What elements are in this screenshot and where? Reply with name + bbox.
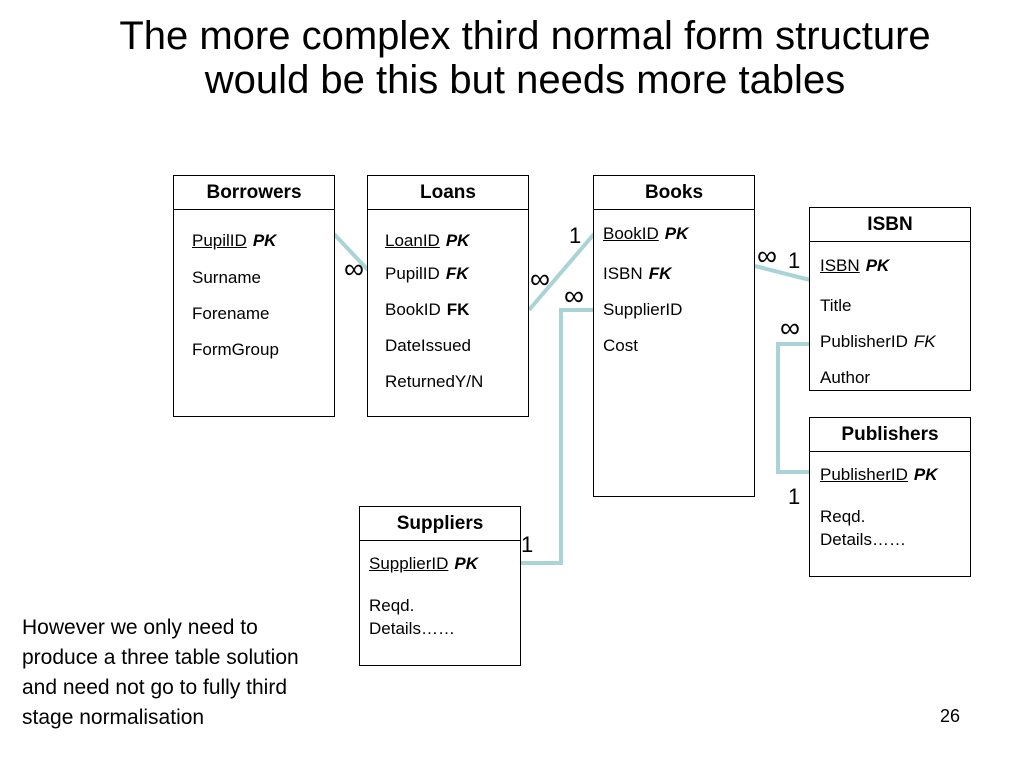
- card-many-loans-pupil: ∞: [344, 253, 364, 284]
- card-one-publishers: 1: [788, 484, 801, 509]
- publishers-header: Publishers: [810, 418, 970, 452]
- loans-header: Loans: [368, 176, 528, 210]
- isbn-field-author: Author: [820, 368, 871, 387]
- loans-field-returned: ReturnedY/N: [385, 372, 484, 391]
- page-number: 26: [940, 706, 961, 726]
- borrowers-field-formgroup: FormGroup: [192, 340, 279, 359]
- card-one-suppliers: 1: [521, 532, 534, 557]
- footer-note: However we only need to produce a three …: [22, 616, 299, 729]
- suppliers-table: Suppliers: [359, 506, 521, 666]
- isbn-field-title: Title: [820, 296, 852, 315]
- books-field-cost: Cost: [603, 336, 638, 355]
- link-books-isbn: [754, 264, 811, 282]
- suppliers-header: Suppliers: [360, 507, 520, 541]
- link-borrowers-loans: [332, 232, 370, 272]
- books-field-supplierid: SupplierID: [603, 300, 683, 319]
- link-isbn-publishers: [776, 342, 810, 474]
- borrowers-header: Borrowers: [174, 176, 334, 210]
- slide-title: The more complex third normal form struc…: [119, 14, 931, 102]
- books-table: Books: [593, 175, 755, 497]
- card-one-isbn: 1: [788, 248, 801, 273]
- card-many-books-supplier: ∞: [564, 280, 584, 311]
- borrowers-field-surname: Surname: [192, 268, 261, 287]
- link-books-suppliers: [520, 308, 594, 565]
- borrowers-table: Borrowers: [173, 175, 335, 417]
- borrowers-field-forename: Forename: [192, 304, 270, 323]
- loans-field-dateissued: DateIssued: [385, 336, 471, 355]
- books-header: Books: [594, 176, 754, 210]
- link-loans-books: [527, 232, 596, 312]
- card-one-books: 1: [569, 223, 582, 248]
- publishers-table: Publishers: [809, 417, 971, 577]
- suppliers-field-details: Reqd. Details……: [369, 596, 455, 638]
- card-many-isbn-publisher: ∞: [780, 312, 800, 343]
- card-many-books-isbn: ∞: [757, 240, 777, 271]
- isbn-header: ISBN: [810, 208, 970, 242]
- loans-table: Loans: [367, 175, 529, 417]
- isbn-table: ISBN: [809, 207, 971, 391]
- card-many-loans-book: ∞: [530, 263, 550, 294]
- publishers-field-details: Reqd. Details……: [820, 507, 906, 549]
